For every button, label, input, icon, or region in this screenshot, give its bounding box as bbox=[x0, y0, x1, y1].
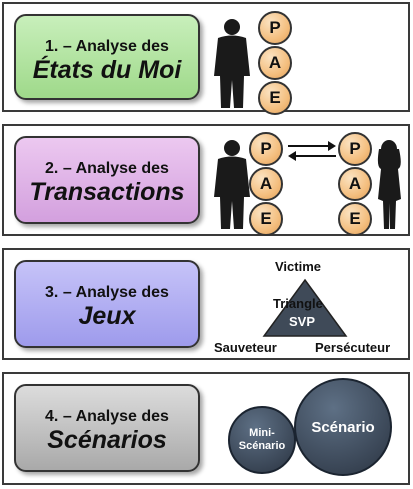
card-games-line2: Jeux bbox=[78, 302, 136, 330]
card-scenarios: 4. – Analyse des Scénarios bbox=[14, 384, 200, 472]
card-games-line1: 3. – Analyse des bbox=[45, 284, 169, 301]
mini-scenario-label: Mini-Scénario bbox=[238, 427, 286, 452]
panel-transactions: 2. – Analyse des Transactions P A E P A … bbox=[2, 124, 410, 236]
triangle-center-line2: SVP bbox=[289, 314, 316, 329]
triangle-left-label: Sauveteur bbox=[214, 340, 277, 355]
triangle-center-line1: Triangle bbox=[273, 296, 323, 311]
triangle-top-label: Victime bbox=[275, 259, 322, 274]
card-transactions-line2: Transactions bbox=[29, 178, 185, 206]
card-ego-states-line1: 1. – Analyse des bbox=[45, 38, 169, 55]
panel-games: 3. – Analyse des Jeux Victime Triangle S… bbox=[2, 248, 410, 360]
panel-ego-states: 1. – Analyse des États du Moi P A E bbox=[2, 2, 410, 115]
adult-circle: A bbox=[258, 46, 292, 80]
card-transactions-line1: 2. – Analyse des bbox=[45, 160, 169, 177]
pae-stack: P A E bbox=[258, 11, 292, 116]
card-scenarios-line2: Scénarios bbox=[47, 426, 167, 454]
card-scenarios-line1: 4. – Analyse des bbox=[45, 408, 169, 425]
double-arrow-icon bbox=[288, 141, 336, 161]
mini-scenario-bubble: Mini-Scénario bbox=[228, 406, 296, 474]
pae-stack-left: P A E bbox=[249, 132, 283, 237]
pae-stack-right: P A E bbox=[338, 132, 372, 237]
triangle-right-label: Persécuteur bbox=[315, 340, 391, 355]
child-circle: E bbox=[338, 202, 372, 236]
card-ego-states: 1. – Analyse des États du Moi bbox=[14, 14, 200, 100]
parent-circle: P bbox=[338, 132, 372, 166]
triangle-svp-shape bbox=[262, 278, 348, 337]
person-silhouette-icon bbox=[214, 140, 250, 229]
adult-circle: A bbox=[338, 167, 372, 201]
child-circle: E bbox=[249, 202, 283, 236]
adult-circle: A bbox=[249, 167, 283, 201]
scenario-bubble: Scénario bbox=[294, 378, 392, 476]
card-transactions: 2. – Analyse des Transactions bbox=[14, 136, 200, 224]
scenario-label: Scénario bbox=[311, 418, 375, 436]
parent-circle: P bbox=[258, 11, 292, 45]
card-ego-states-line2: États du Moi bbox=[32, 56, 182, 84]
person-silhouette-icon bbox=[214, 19, 250, 108]
parent-circle: P bbox=[249, 132, 283, 166]
panel-scenarios: 4. – Analyse des Scénarios Mini-Scénario… bbox=[2, 372, 410, 485]
child-circle: E bbox=[258, 81, 292, 115]
woman-silhouette-icon bbox=[377, 140, 401, 229]
card-games: 3. – Analyse des Jeux bbox=[14, 260, 200, 348]
